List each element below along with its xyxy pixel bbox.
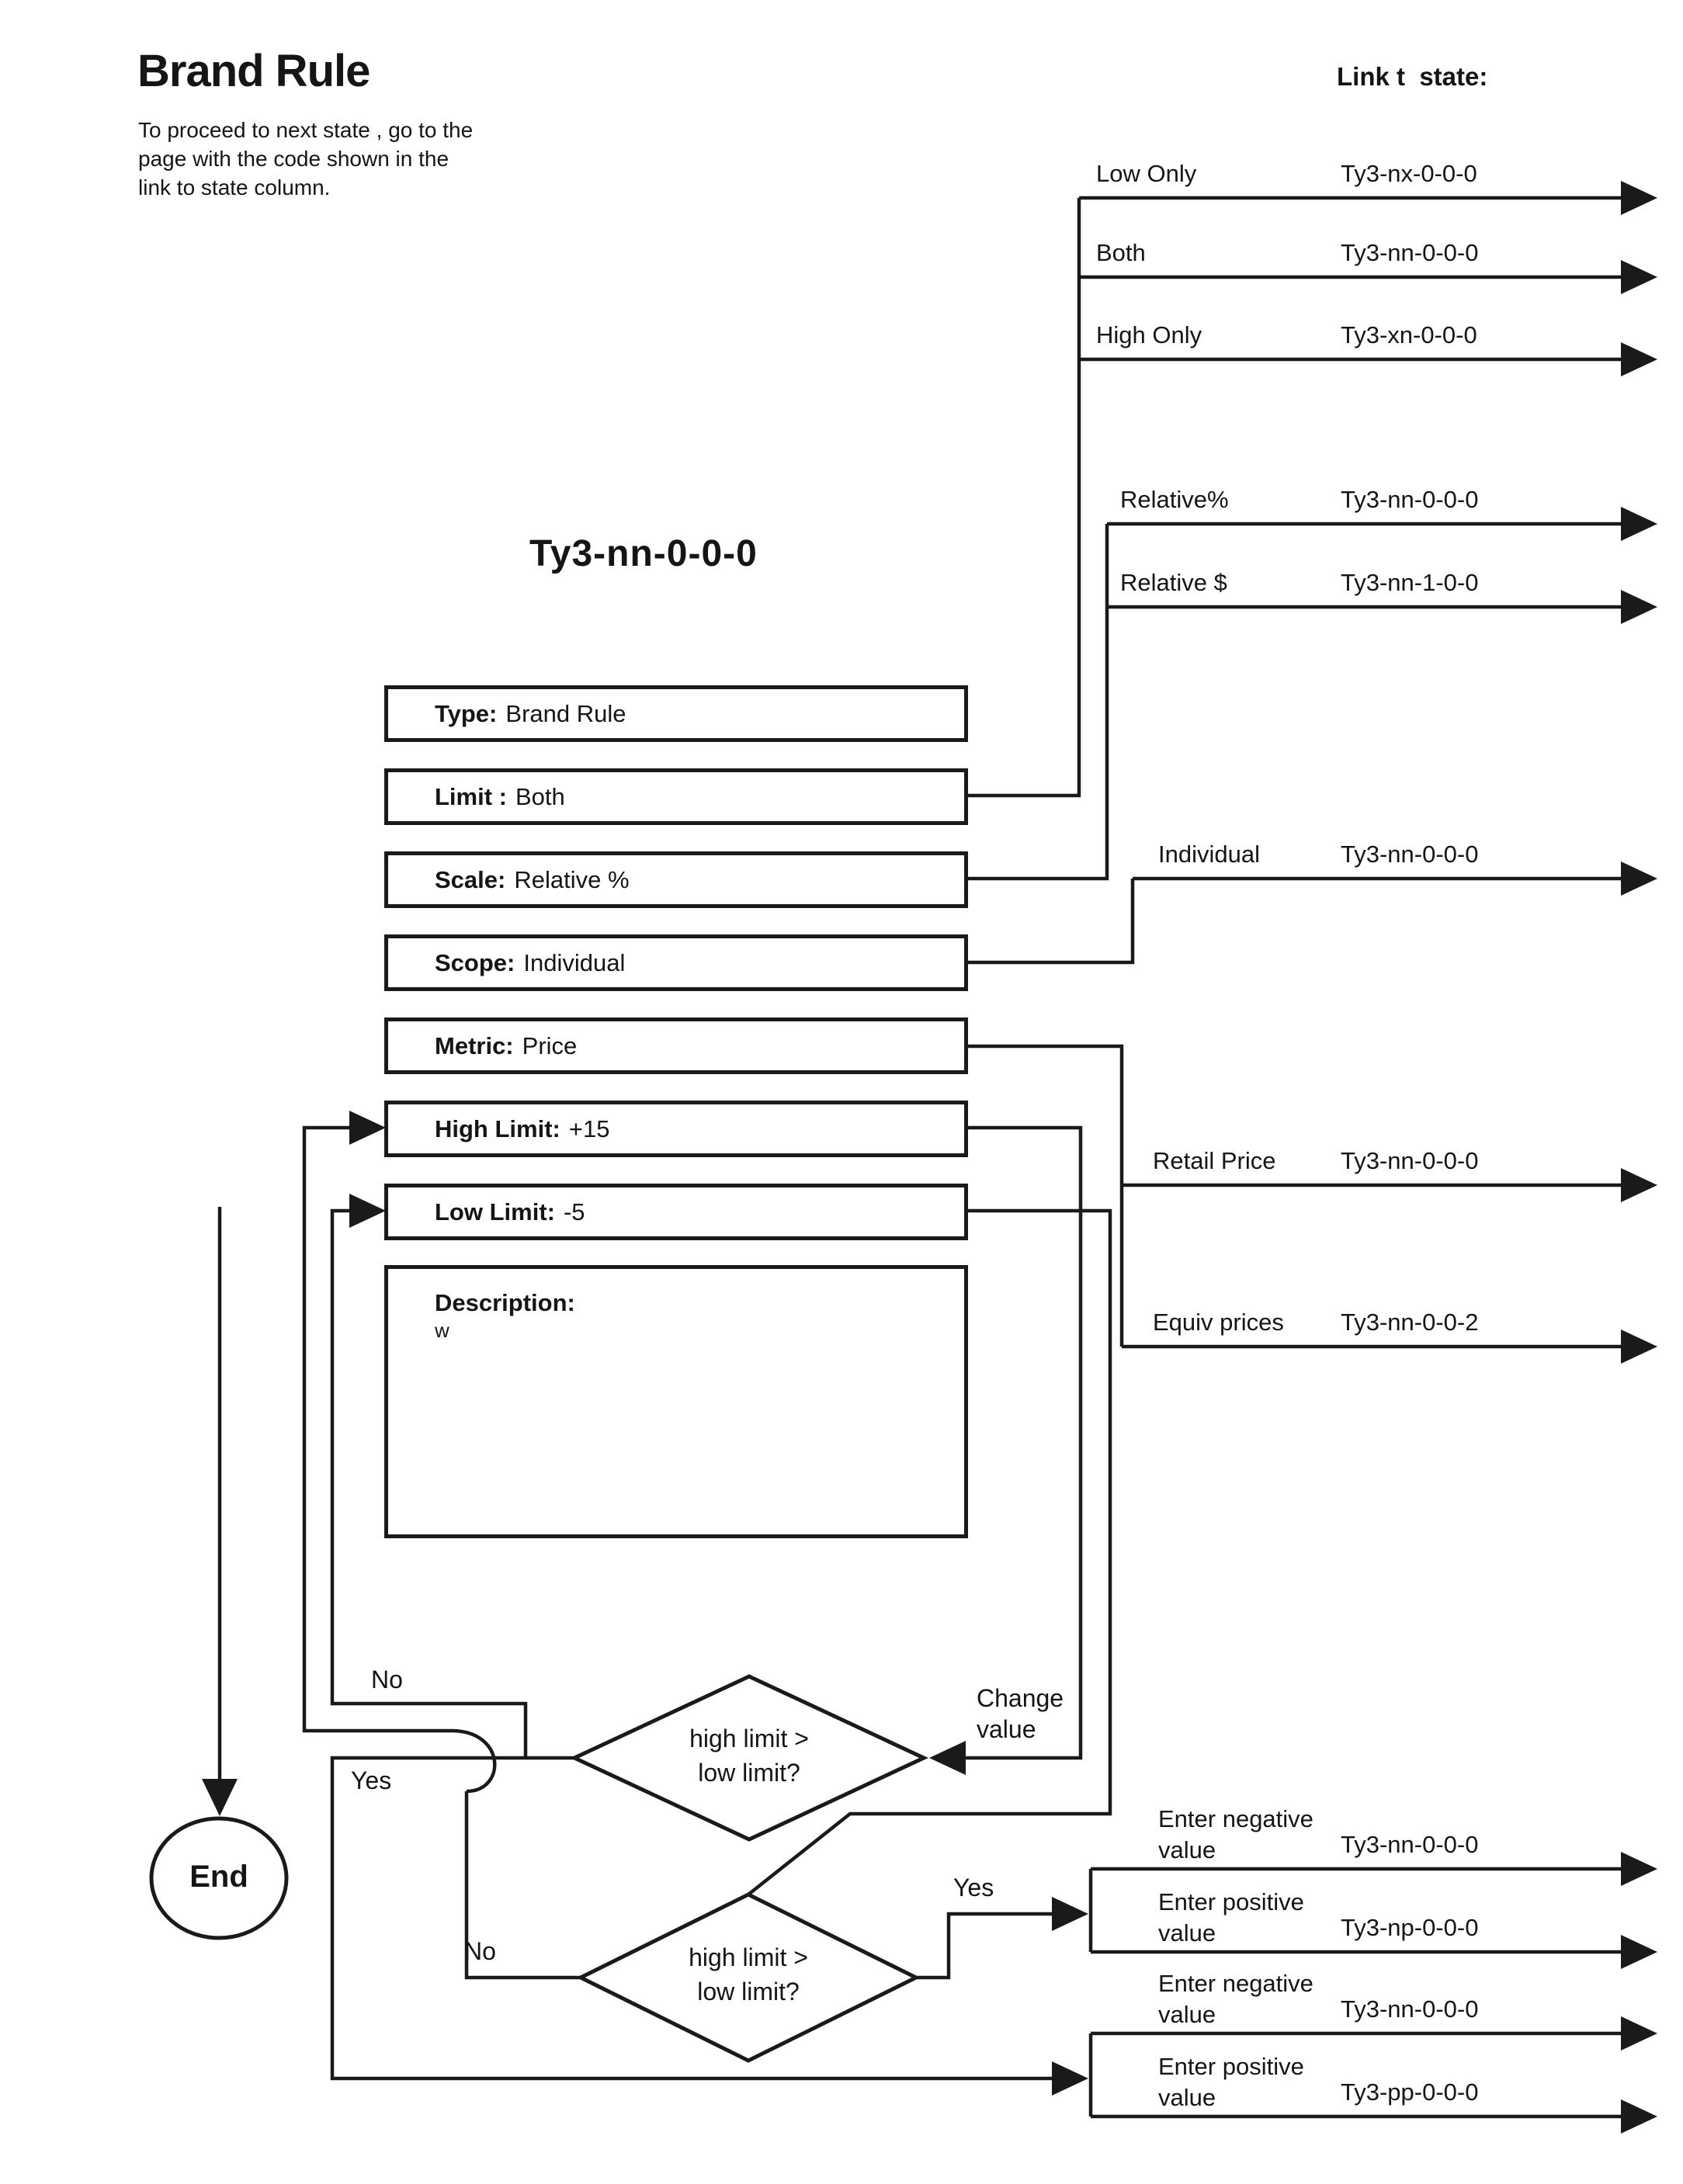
decision-diamond-first [570,1674,928,1842]
enter-value-bracket-lower [1088,2016,1657,2134]
link-label: Both [1096,239,1146,266]
decision-line: low limit? [698,1759,800,1787]
high-limit-change-value-connector [929,1125,1083,1775]
link-code: Ty3-nn-1-0-0 [1341,569,1479,596]
link-code: Ty3-xn-0-0-0 [1341,321,1477,348]
link-label: Retail Price [1153,1147,1276,1174]
field-box-scale: Scale: Relative % [384,851,968,908]
field-label: Description: [435,1289,575,1316]
low-limit-to-second-decision-connector [747,1208,1112,1896]
enter-value-bracket-upper [1088,1852,1657,1969]
link-code: Ty3-np-0-0-0 [1341,1914,1479,1941]
yes-path-first-decision [330,1756,1088,2096]
metric-branch-connector [968,1044,1657,1364]
field-label: Scale: [435,865,506,893]
link-code: Ty3-nn-0-0-0 [1341,1831,1479,1858]
link-code: Ty3-nn-0-0-0 [1341,1147,1479,1174]
change-value-label: Change value [977,1684,1064,1743]
field-label: Scope: [435,948,515,976]
link-label: Enter negative value [1158,1805,1313,1863]
field-value: -5 [563,1198,585,1225]
field-box-low-limit: Low Limit: -5 [384,1184,968,1240]
field-value: Both [515,782,565,810]
link-code: Ty3-nn-0-0-0 [1341,841,1479,868]
field-value: w [435,1319,449,1342]
field-box-scope: Scope: Individual [384,934,968,991]
link-label: Enter negative value [1158,1970,1313,2028]
no-label-first: No [371,1666,403,1693]
link-label: Low Only [1096,160,1197,187]
link-code: Ty3-pp-0-0-0 [1341,2078,1479,2106]
yes-path-second-decision [916,1897,1088,1980]
link-code: Ty3-nn-0-0-0 [1341,239,1479,266]
yes-label-first: Yes [351,1766,392,1794]
decision-line: low limit? [697,1978,800,2005]
end-label: End [189,1860,248,1894]
link-label: Relative% [1120,486,1229,513]
link-label: Relative $ [1120,569,1227,596]
link-label: Individual [1158,841,1260,868]
field-label: Limit : [435,782,507,810]
field-label: High Limit: [435,1115,560,1142]
link-label: High Only [1096,321,1202,348]
scope-branch-connector [968,861,1657,965]
link-label: Enter positive value [1158,1888,1304,1947]
field-box-metric: Metric: Price [384,1017,968,1074]
state-code-title: Ty3-nn-0-0-0 [529,533,758,574]
link-code: Ty3-nn-0-0-2 [1341,1309,1479,1336]
limit-branch-connector [968,181,1657,798]
no-loop-to-low-limit [330,1194,528,1758]
end-terminator [149,1207,289,1940]
field-box-high-limit: High Limit: +15 [384,1101,968,1157]
link-label: Enter positive value [1158,2053,1304,2111]
field-label: Low Limit: [435,1198,555,1225]
field-value: Brand Rule [505,699,626,727]
link-code: Ty3-nn-0-0-0 [1341,486,1479,513]
link-code: Ty3-nx-0-0-0 [1341,160,1477,187]
no-loop-to-high-limit [302,1111,581,1980]
field-box-type: Type: Brand Rule [384,685,968,742]
field-value: Relative % [514,865,630,893]
decision-line: high limit > [689,1725,809,1752]
scale-branch-connector [968,507,1657,881]
page-title: Brand Rule [137,46,370,96]
field-value: Price [522,1031,578,1059]
page-instructions: To proceed to next state , go to the pag… [138,118,474,199]
decision-line: high limit > [689,1943,808,1971]
field-box-description: Description: w [384,1265,968,1538]
field-label: Type: [435,699,498,727]
field-label: Metric: [435,1031,514,1059]
decision-diamond-second [576,1892,921,2063]
link-to-state-header: Link t state: [1337,62,1488,91]
no-label-second: No [464,1937,496,1965]
link-code: Ty3-nn-0-0-0 [1341,1995,1479,2023]
yes-label-second: Yes [953,1874,994,1901]
field-value: +15 [568,1115,610,1142]
decision-first-text: high limit > low limit? [633,1721,866,1790]
link-label: Equiv prices [1153,1309,1284,1336]
field-box-limit: Limit : Both [384,768,968,825]
decision-second-text: high limit > low limit? [632,1940,865,2009]
field-value: Individual [523,948,626,976]
